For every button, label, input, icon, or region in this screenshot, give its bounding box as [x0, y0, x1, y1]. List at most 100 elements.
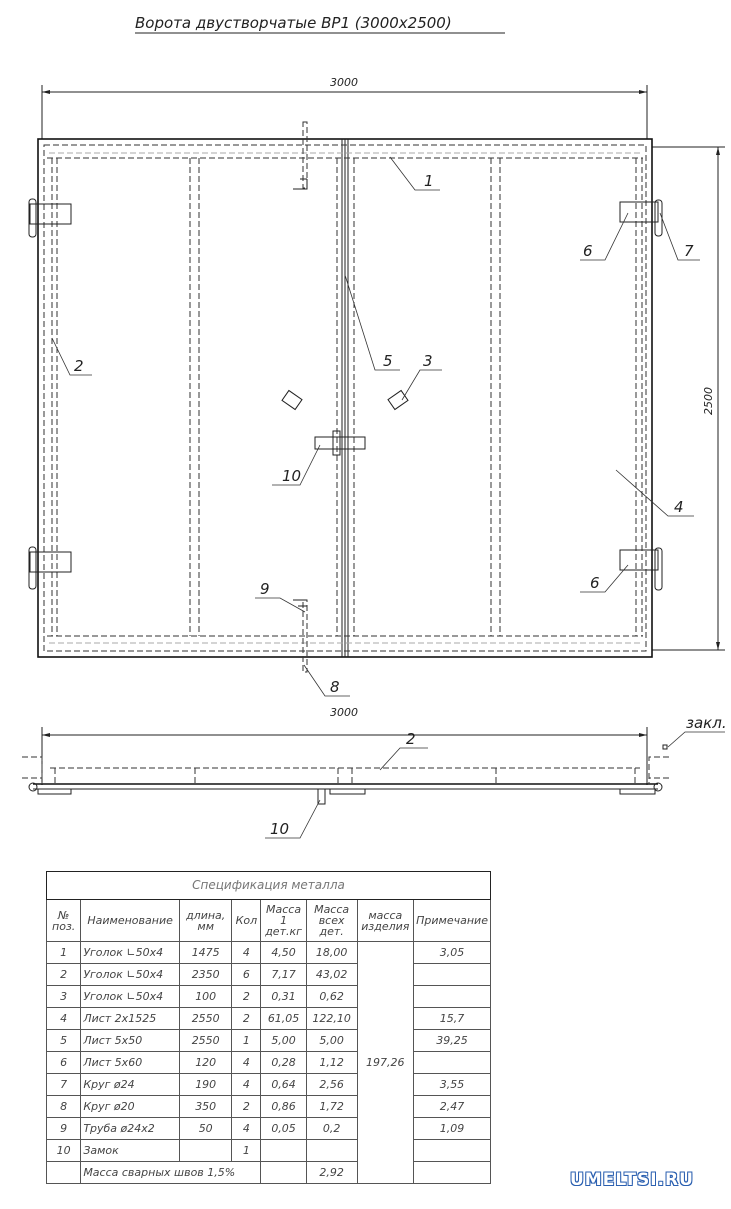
- table-cell: Замок: [80, 1139, 180, 1162]
- svg-text:9: 9: [260, 580, 270, 598]
- table-cell: 2550: [178, 1007, 233, 1030]
- gate-front-view: [37, 138, 653, 658]
- top-bolt: [293, 121, 308, 190]
- side-callouts: 2 10 закл.: [265, 714, 727, 839]
- table-cell: 39,25: [413, 1029, 491, 1052]
- empty-cell: [260, 1161, 307, 1184]
- table-cell: 1: [231, 1029, 262, 1052]
- table-cell: 350: [178, 1095, 233, 1118]
- table-cell: 4: [231, 1117, 262, 1140]
- table-cell: 0,62: [305, 985, 358, 1008]
- table-cell: 2: [231, 1095, 262, 1118]
- svg-text:2: 2: [74, 357, 84, 375]
- svg-text:закл.: закл.: [686, 714, 727, 732]
- column-header: Масса 1 дет.кг: [260, 899, 307, 942]
- table-cell: 1475: [178, 941, 233, 964]
- table-cell: 7,17: [260, 963, 307, 986]
- total-mass-cell: 197,26: [356, 941, 415, 1184]
- watermark: UMELTSI.RU: [570, 1170, 694, 1190]
- table-cell: 15,7: [413, 1007, 491, 1030]
- side-width-dimension: 3000: [41, 706, 648, 785]
- empty-cell: [413, 1161, 491, 1184]
- table-cell: 122,10: [305, 1007, 358, 1030]
- weld-cell: 2,92: [305, 1161, 358, 1184]
- table-cell: 1,72: [305, 1095, 358, 1118]
- svg-text:10: 10: [282, 467, 301, 485]
- weld-mass-row: Масса сварных швов 1,5% 2,92: [45, 1161, 491, 1184]
- table-cell: 3,55: [413, 1073, 491, 1096]
- table-cell: 0,31: [260, 985, 307, 1008]
- table-cell: 6: [231, 963, 262, 986]
- table-cell: 4: [231, 1073, 262, 1096]
- table-cell: Лист 5х60: [80, 1051, 180, 1074]
- weld-cell: Масса сварных швов 1,5%: [80, 1161, 262, 1184]
- table-cell: [413, 1139, 491, 1162]
- svg-text:10: 10: [270, 820, 289, 838]
- table-title: Спецификация металла: [46, 871, 491, 900]
- table-cell: 3,05: [413, 941, 491, 964]
- table-cell: 7: [45, 1073, 82, 1096]
- svg-text:8: 8: [330, 678, 340, 696]
- table-cell: [260, 1139, 307, 1162]
- table-cell: 3: [45, 985, 82, 1008]
- stop-left: [281, 389, 303, 411]
- table-cell: 100: [178, 985, 233, 1008]
- table-cell: [305, 1139, 358, 1162]
- table-cell: 50: [178, 1117, 233, 1140]
- table-cell: 1: [231, 1139, 262, 1162]
- table-cell: Уголок ∟50х4: [80, 963, 180, 986]
- column-header: № поз.: [45, 899, 82, 942]
- table-cell: 43,02: [305, 963, 358, 986]
- table-cell: 4,50: [260, 941, 307, 964]
- table-cell: Круг ø20: [80, 1095, 180, 1118]
- table-cell: 18,00: [305, 941, 358, 964]
- svg-text:3000: 3000: [330, 706, 358, 719]
- drawing-title: Ворота двустворчатые ВР1 (3000х2500): [135, 14, 452, 32]
- hinge-right-bottom: [619, 547, 663, 591]
- table-cell: 1,09: [413, 1117, 491, 1140]
- table-cell: [178, 1139, 233, 1162]
- hinge-right-top: [619, 199, 663, 237]
- stop-right: [387, 389, 409, 411]
- table-cell: Лист 2х1525: [80, 1007, 180, 1030]
- hinge-left-bottom: [28, 546, 72, 590]
- svg-text:1: 1: [424, 172, 434, 190]
- table-cell: 9: [45, 1117, 82, 1140]
- table-cell: 61,05: [260, 1007, 307, 1030]
- table-cell: 2: [45, 963, 82, 986]
- column-header: Наименование: [80, 899, 180, 942]
- table-cell: Уголок ∟50х4: [80, 985, 180, 1008]
- table-cell: Лист 5х50: [80, 1029, 180, 1052]
- svg-text:6: 6: [590, 574, 600, 592]
- svg-text:2500: 2500: [702, 387, 715, 415]
- table-cell: 8: [45, 1095, 82, 1118]
- column-header: Кол: [231, 899, 262, 942]
- table-cell: 5,00: [260, 1029, 307, 1052]
- table-cell: 2550: [178, 1029, 233, 1052]
- front-callouts: 1 2 3 4 5 6 7 6 8 9 10: [51, 156, 700, 697]
- hinge-left-top: [28, 198, 72, 238]
- table-cell: [413, 985, 491, 1008]
- table-cell: 10: [45, 1139, 82, 1162]
- table-cell: 5,00: [305, 1029, 358, 1052]
- table-cell: 5: [45, 1029, 82, 1052]
- front-height-dimension: 2500: [652, 146, 725, 651]
- table-cell: 0,2: [305, 1117, 358, 1140]
- table-cell: [413, 1051, 491, 1074]
- table-cell: 6: [45, 1051, 82, 1074]
- bottom-bolt: [293, 599, 308, 673]
- table-cell: 1,12: [305, 1051, 358, 1074]
- table-cell: 0,86: [260, 1095, 307, 1118]
- svg-text:5: 5: [383, 352, 393, 370]
- table-cell: 4: [231, 1051, 262, 1074]
